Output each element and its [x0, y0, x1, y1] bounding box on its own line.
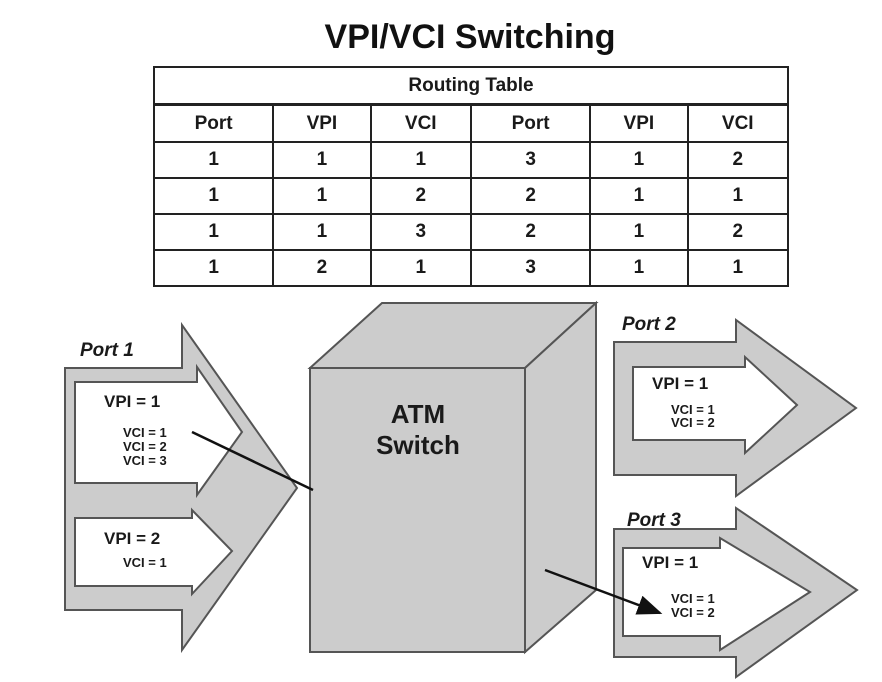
table-cell: 1: [589, 213, 689, 251]
table-cell: 1: [272, 213, 372, 251]
table-cell: 1: [272, 177, 372, 215]
table-cell: 1: [272, 141, 372, 179]
port1-vci-label: VCI = 1: [123, 425, 167, 440]
switch-front-face: [309, 367, 526, 653]
port2-vpi1-arrow: [632, 354, 799, 456]
ingress-connection-line: [191, 430, 314, 492]
table-cell: 1: [686, 249, 789, 287]
table-cell: 3: [469, 249, 592, 287]
atm-switch: ATM Switch: [307, 300, 599, 655]
table-cell: 3: [469, 141, 592, 179]
table-row: 1 1 1 3 1 2: [152, 141, 789, 179]
table-cell: 1: [589, 141, 689, 179]
port1-outer-arrow: [64, 321, 299, 654]
port1-vpi2-label: VPI = 2: [104, 529, 160, 548]
table-cell: 1: [152, 249, 275, 287]
table-cell: 2: [369, 177, 472, 215]
port3-vci-label: VCI = 2: [671, 605, 715, 620]
table-cell: 1: [369, 141, 472, 179]
port2-vci-label: VCI = 1: [671, 402, 715, 417]
port1-vpi1-arrow: [74, 363, 244, 499]
table-cell: 2: [272, 249, 372, 287]
routing-table-caption: Routing Table: [153, 66, 789, 106]
table-cell: 1: [152, 141, 275, 179]
port1-vci-label: VCI = 2: [123, 439, 167, 454]
port3-vpi1-label: VPI = 1: [642, 553, 698, 572]
table-cell: 1: [369, 249, 472, 287]
port2-group: Port 2 VPI = 1 VCI = 1 VCI = 2: [613, 314, 858, 498]
header-in-vci: VCI: [369, 103, 472, 143]
port3-label: Port 3: [627, 510, 681, 531]
routing-table-header-row: Port VPI VCI Port VPI VCI: [152, 103, 789, 143]
table-cell: 1: [152, 177, 275, 215]
port2-vci-label: VCI = 2: [671, 415, 715, 430]
port3-vpi1-arrow: [622, 536, 812, 652]
table-cell: 1: [589, 177, 689, 215]
port1-vpi1-label: VPI = 1: [104, 392, 160, 411]
table-cell: 1: [686, 177, 789, 215]
diagram-title: VPI/VCI Switching: [324, 18, 616, 56]
port1-vci-label: VCI = 1: [123, 555, 167, 570]
port2-vpi1-label: VPI = 1: [652, 374, 708, 393]
port1-vpi2-arrow: [74, 507, 234, 597]
table-cell: 2: [686, 141, 789, 179]
header-out-vci: VCI: [686, 103, 789, 143]
routing-table: Routing Table Port VPI VCI Port VPI VCI …: [152, 66, 789, 287]
header-out-vpi: VPI: [589, 103, 689, 143]
header-in-port: Port: [152, 103, 275, 143]
table-cell: 1: [589, 249, 689, 287]
port3-group: Port 3 VPI = 1 VCI = 1 VCI = 2: [613, 506, 859, 679]
table-cell: 2: [469, 177, 592, 215]
port1-vci-label: VCI = 3: [123, 453, 167, 468]
egress-connection-arrow: [544, 568, 663, 615]
table-cell: 1: [152, 213, 275, 251]
port1-label: Port 1: [80, 340, 134, 361]
header-out-port: Port: [469, 103, 592, 143]
table-row: 1 1 2 2 1 1: [152, 177, 789, 215]
port1-group: Port 1 VPI = 1 VCI = 1 VCI = 2 VCI = 3 V…: [64, 321, 299, 654]
switch-label-line1: ATM: [391, 399, 445, 429]
switch-label-line2: Switch: [376, 430, 460, 460]
table-cell: 2: [686, 213, 789, 251]
port3-vci-label: VCI = 1: [671, 591, 715, 606]
table-row: 1 1 3 2 1 2: [152, 213, 789, 251]
routing-table-caption-row: Routing Table: [153, 66, 789, 106]
header-in-vpi: VPI: [272, 103, 372, 143]
port2-label: Port 2: [622, 314, 676, 335]
table-row: 1 2 1 3 1 1: [152, 249, 789, 287]
table-cell: 3: [369, 213, 472, 251]
table-cell: 2: [469, 213, 592, 251]
